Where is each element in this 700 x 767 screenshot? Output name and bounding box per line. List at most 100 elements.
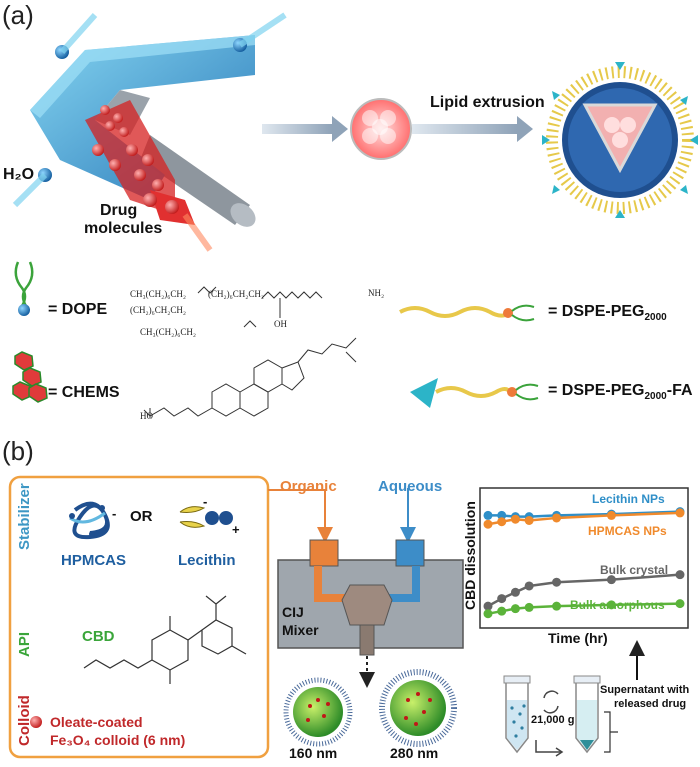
process-arrow-1 [262,116,348,142]
dope-formula-right: (CH₂)₆CH₂CH₂ [208,289,265,299]
dope-structure [197,286,323,328]
dspe-peg-fa-label: = DSPE-PEG2000-FA [548,382,693,402]
chems-icon [12,351,48,403]
organic-label: Organic [280,478,337,495]
cbd-structure [83,595,247,684]
series-1-point-1 [497,517,507,527]
dissolution-chart [479,487,689,629]
supernatant-line2: released drug [614,698,687,710]
legend-lecithin: Lecithin NPs [592,492,665,506]
dspe-peg-fa-icon [410,378,539,408]
dope-label: = DOPE [48,301,108,318]
series-3-point-3 [524,602,534,612]
svg-text:-: - [203,494,207,509]
drug-label-line2: molecules [84,220,163,237]
chems-structure [143,337,357,418]
series-1-point-2 [510,514,520,524]
organic-arrow [268,489,333,543]
tube-after [573,675,601,754]
nanoparticle-280 [379,669,457,747]
chart-ylabel: CBD dissolution [462,501,478,610]
dspe-peg-sub: 2000 [644,312,667,324]
dspe-peg-fa-sub: 2000 [644,391,667,403]
series-2-point-2 [510,587,520,597]
panel-b-label: (b) [2,436,34,466]
supernatant-bracket [604,711,618,753]
dspe-peg-label: = DSPE-PEG2000 [548,303,667,323]
dspe-peg-fa-suffix: -FA [666,382,693,399]
chart-xlabel: Time (hr) [548,630,608,646]
lecithin-label: Lecithin [178,552,236,569]
dope-nh2: NH₂ [368,288,385,298]
api-side-label: API [16,631,33,657]
svg-text:-: - [112,506,116,521]
size-small-label: 160 nm [289,745,338,761]
series-2-point-0 [483,601,493,611]
series-3-point-5 [606,600,616,610]
colloid-line1: Oleate-coated [50,714,143,730]
cij-mixer [277,539,464,688]
extrusion-label: Lipid extrusion [430,94,545,111]
colloid-icon [30,716,42,728]
series-1-point-0 [483,519,493,529]
dspe-peg-fa-text: = DSPE-PEG [548,382,645,399]
aqueous-label: Aqueous [378,478,443,495]
chems-ho: HO [140,411,153,421]
dope-icon [14,261,34,316]
process-arrow-2 [412,116,533,142]
water-inlets [12,12,287,252]
series-2-point-5 [606,575,616,585]
microfluidic-device [12,12,287,252]
series-3-point-0 [483,609,493,619]
hpmcas-icon: - [69,501,116,540]
series-3-point-2 [510,604,520,614]
drug-particles [92,105,179,214]
series-2-point-1 [497,594,507,604]
lecithin-icon: - + [179,494,240,537]
mixer-label-line1: CIJ [282,604,304,620]
centrifuge-icon [535,690,564,757]
series-3-point-4 [552,601,562,611]
stabilizer-side-label: Stabilizer [16,483,33,550]
legend-bulk-amorphous: Bulk amorphous [570,598,665,612]
dope-formula-mid: (CH₂)₆CH₂CH₂ [130,305,187,315]
panel-a-label: (a) [2,0,34,30]
series-0-point-1 [497,510,507,520]
dope-formula-top: CH₃(CH₂)₆CH₂ [130,289,187,299]
series-1-point-3 [524,515,534,525]
dope-oh: OH [274,319,287,329]
series-1-point-5 [606,510,616,520]
series-2-point-3 [524,581,534,591]
centrifuge-label: 21,000 g [531,714,575,726]
nanoparticle-160 [283,677,353,747]
legend-hpmcas: HPMCAS NPs [588,524,667,538]
tube-before [503,675,531,754]
cbd-label: CBD [82,628,115,645]
dspe-peg-text: = DSPE-PEG [548,303,645,320]
chems-label: = CHEMS [48,384,120,401]
dspe-peg-icon [399,304,535,322]
colloid-side-label: Colloid [16,695,33,746]
series-3-point-1 [497,606,507,616]
or-label: OR [130,508,153,525]
input-components-box [8,475,270,759]
series-3-point-6 [675,599,685,609]
supernatant-line1: Supernatant with [600,684,690,696]
series-1-point-4 [552,513,562,523]
series-1-point-6 [675,508,685,518]
series-0-point-0 [483,510,493,520]
hpmcas-label: HPMCAS [61,552,127,569]
colloid-line2: Fe₃O₄ colloid (6 nm) [50,732,186,748]
liposome-nanoparticle [542,62,698,218]
water-label: H₂O [3,166,35,183]
dope-formula-bot: CH₃(CH₂)₆CH₂ [140,327,197,337]
size-large-label: 280 nm [390,745,439,761]
mixer-label-line2: Mixer [282,622,319,638]
series-2-point-4 [552,577,562,587]
series-2-point-6 [675,570,685,580]
legend-bulk-crystal: Bulk crystal [600,563,669,577]
drug-core-particle [350,98,412,160]
svg-text:+: + [232,522,240,537]
drug-label-line1: Drug [100,202,138,219]
